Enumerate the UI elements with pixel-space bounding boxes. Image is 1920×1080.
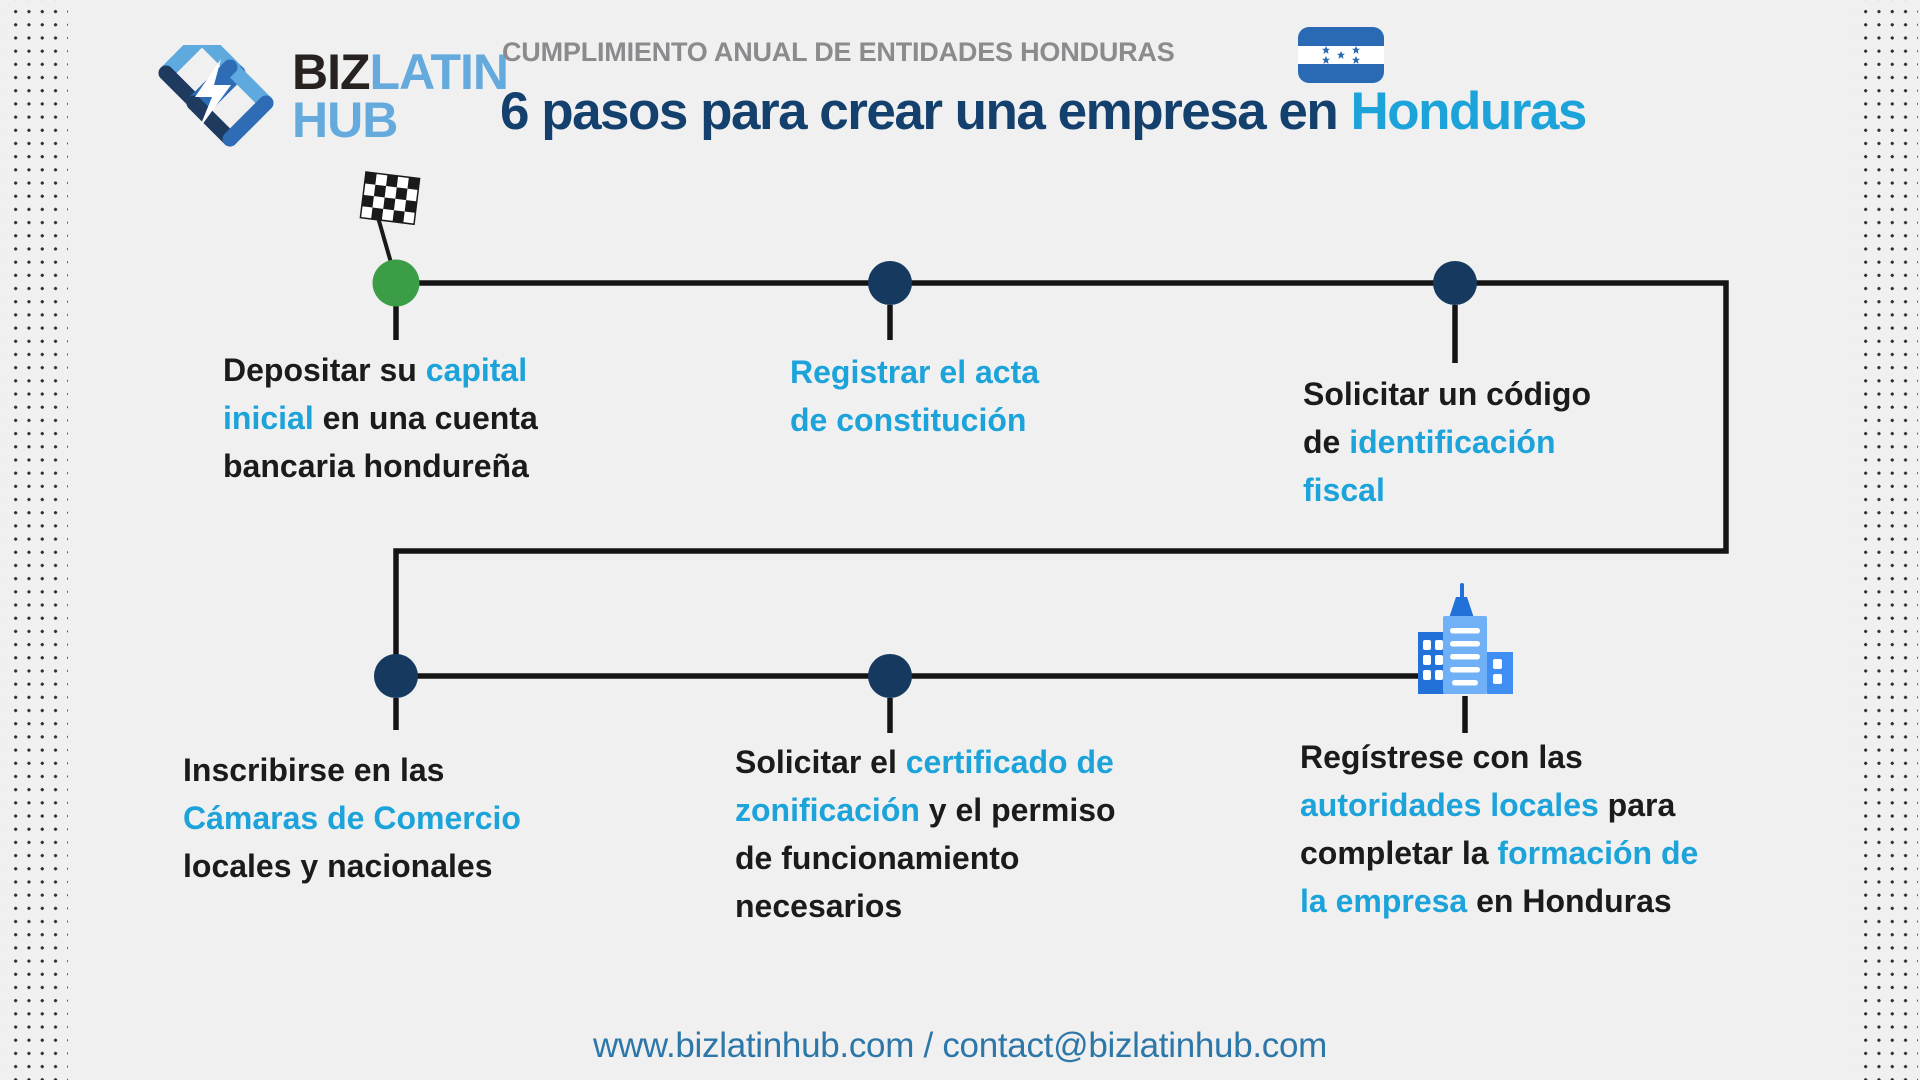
step-6-text: Regístrese con las autoridades locales pa… [1300, 733, 1698, 925]
step-5-line: de funcionamiento [735, 840, 1020, 876]
step-5-text: Solicitar el certificado de zonificación … [735, 738, 1116, 930]
dot-pattern-left [4, 0, 68, 1080]
step-4-line: locales y nacionales [183, 848, 493, 884]
step-6-line: autoridades locales para [1300, 787, 1676, 823]
timeline-path [393, 280, 1729, 679]
step-1-line: Depositar su capital [223, 352, 528, 388]
step-3-line: Solicitar un código [1303, 376, 1592, 412]
title-prefix: 6 pasos para crear una empresa en [500, 82, 1351, 141]
dot-pattern-right [1854, 0, 1918, 1080]
logo-word-biz: BIZ [292, 44, 371, 100]
footer-contact: www.bizlatinhub.com / contact@bizlatinhu… [592, 1026, 1328, 1065]
start-node [372, 259, 420, 307]
step-3-text: Solicitar un código de identificación fisc… [1303, 370, 1591, 514]
step-3-line: de identificación [1303, 424, 1556, 460]
step-4-line: Inscribirse en las [183, 752, 445, 788]
step-6-line: completar la formación de [1300, 835, 1699, 871]
step-1-line: inicial en una cuenta [223, 400, 538, 436]
step-2-line: Registrar el acta [790, 354, 1040, 390]
timeline-node-5 [868, 654, 912, 698]
timeline-node-4 [374, 654, 418, 698]
page-title: 6 pasos para crear una empresa en Hondur… [500, 82, 1587, 142]
logo-bolt-shape [195, 59, 231, 129]
bizlatinhub-logo-icon [158, 45, 274, 147]
step-5-line: zonificación y el permiso [735, 792, 1116, 828]
start-flag-icon [359, 171, 421, 307]
step-5-line: necesarios [735, 888, 903, 924]
honduras-flag-icon [1298, 27, 1384, 83]
logo-line1: BIZLATIN [292, 47, 509, 97]
step-5-line: Solicitar el certificado de [735, 744, 1114, 780]
title-highlight: Honduras [1350, 82, 1587, 141]
step-4-line: Cámaras de Comercio [183, 800, 521, 836]
flag-stars [1322, 46, 1360, 64]
step-2-line: de constitución [790, 402, 1027, 438]
step-3-line: fiscal [1303, 472, 1385, 508]
building-icon [1418, 583, 1513, 694]
kicker-text: CUMPLIMIENTO ANUAL DE ENTIDADES HONDURAS [502, 37, 1175, 67]
timeline-stems [393, 305, 1468, 733]
step-2-text: Registrar el acta de constitución [790, 348, 1039, 444]
step-6-line: la empresa en Honduras [1300, 883, 1672, 919]
step-1-text: Depositar su capital inicial en una cuent… [223, 346, 538, 490]
bizlatinhub-logo-text: BIZLATIN HUB [292, 47, 509, 148]
timeline-node-3 [1433, 261, 1477, 305]
bizlatinhub-logo: BIZLATIN HUB [155, 45, 509, 160]
logo-word-latin: LATIN [369, 44, 509, 100]
logo-word-hub: HUB [292, 92, 398, 148]
step-1-line: bancaria hondureña [223, 448, 529, 484]
timeline-node-2 [868, 261, 912, 305]
step-6-line: Regístrese con las [1300, 739, 1583, 775]
